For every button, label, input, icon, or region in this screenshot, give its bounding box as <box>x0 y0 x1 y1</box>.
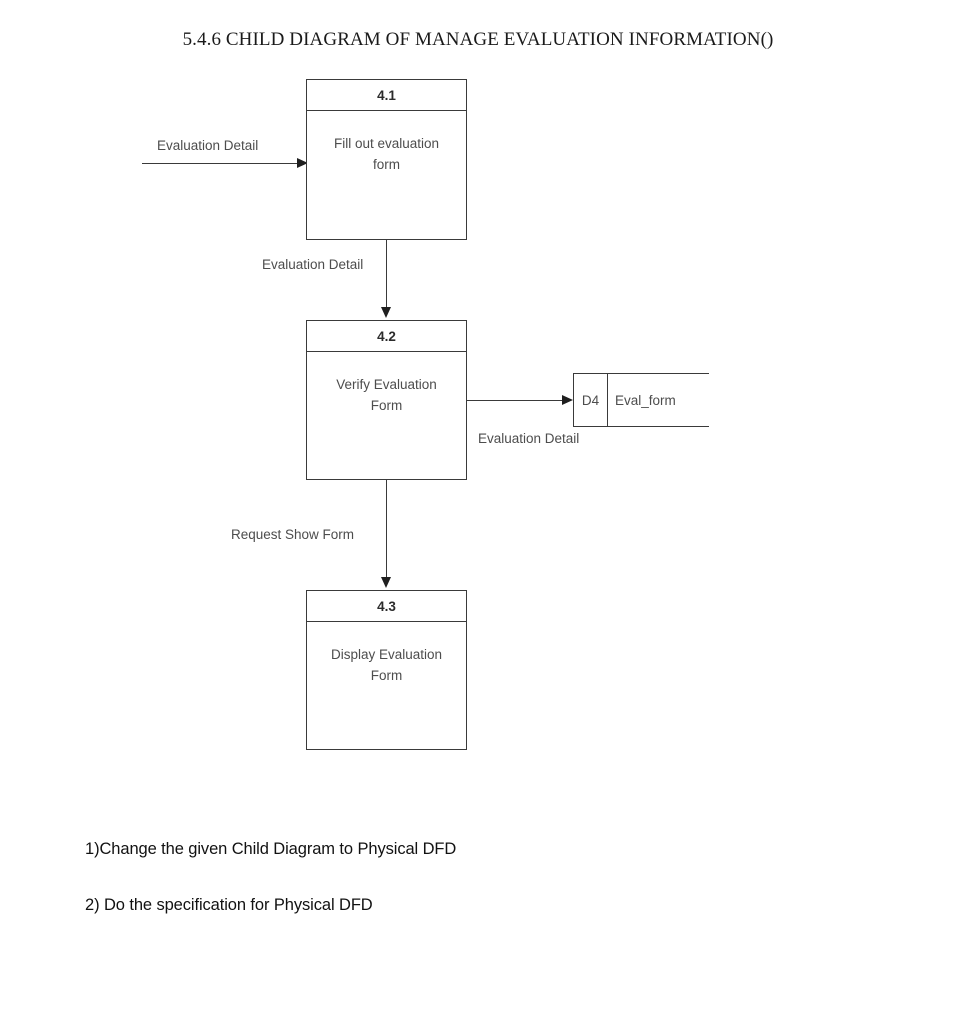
flow-label-evaluation-detail-in: Evaluation Detail <box>157 138 259 153</box>
data-store-name-d4: Eval_form <box>615 392 676 408</box>
data-store-d4[interactable]: D4 Eval_form <box>573 373 709 427</box>
process-box-4-3[interactable]: 4.3 Display Evaluation Form <box>306 590 467 750</box>
process-box-4-1[interactable]: 4.1 Fill out evaluation form <box>306 79 467 240</box>
flow-label-evaluation-detail-4-2-d4: Evaluation Detail <box>478 431 580 446</box>
arrowhead-down-icon <box>381 577 391 588</box>
page-title: 5.4.6 CHILD DIAGRAM OF MANAGE EVALUATION… <box>182 29 774 50</box>
process-name-4-1-line1: Fill out evaluation <box>333 136 440 151</box>
flow-line-4-2-to-d4 <box>467 400 565 401</box>
process-id-4-1: 4.1 <box>307 80 466 111</box>
process-name-4-1-line2: form <box>373 157 400 172</box>
process-id-4-2: 4.2 <box>307 321 466 352</box>
process-name-4-3-line2: Form <box>370 668 403 683</box>
flow-line-4-1-to-4-2 <box>386 240 387 310</box>
process-box-4-2[interactable]: 4.2 Verify Evaluation Form <box>306 320 467 480</box>
flow-label-request-show-form: Request Show Form <box>231 527 355 542</box>
process-name-4-3: Display Evaluation Form <box>307 622 466 749</box>
process-name-4-1: Fill out evaluation form <box>307 111 466 239</box>
flow-label-evaluation-detail-4-1-4-2: Evaluation Detail <box>262 257 364 272</box>
process-id-4-3: 4.3 <box>307 591 466 622</box>
flow-line-4-2-to-4-3 <box>386 480 387 580</box>
data-store-id-d4: D4 <box>574 374 608 426</box>
task-item-2: 2) Do the specification for Physical DFD <box>85 896 373 914</box>
dfd-diagram: Evaluation Detail 4.1 Fill out evaluatio… <box>142 79 709 750</box>
arrowhead-right-icon <box>562 395 573 405</box>
flow-line-source-to-4-1 <box>142 163 301 164</box>
process-name-4-2-line2: Form <box>370 398 403 413</box>
arrowhead-right-icon <box>297 158 308 168</box>
process-name-4-2-line1: Verify Evaluation <box>336 377 437 392</box>
process-name-4-2: Verify Evaluation Form <box>307 352 466 479</box>
task-item-1: 1)Change the given Child Diagram to Phys… <box>85 840 457 858</box>
arrowhead-down-icon <box>381 307 391 318</box>
process-name-4-3-line1: Display Evaluation <box>330 647 443 662</box>
